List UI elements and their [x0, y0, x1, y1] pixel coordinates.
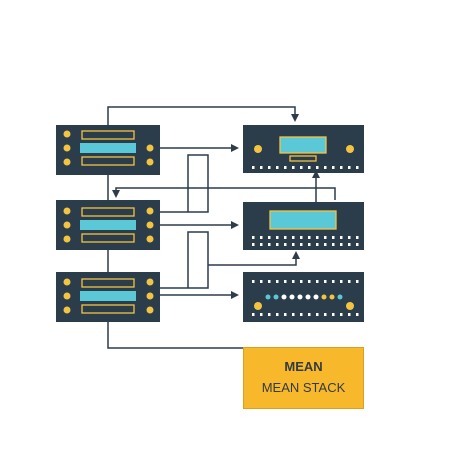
connector-top-loop	[107, 106, 299, 125]
led-icon	[63, 144, 71, 152]
led-icon	[63, 292, 71, 300]
vent-row	[252, 166, 359, 169]
led-icon	[146, 158, 154, 166]
led-strip-panel	[243, 272, 364, 322]
monitor-panel-2	[243, 202, 364, 250]
led-icon	[281, 294, 287, 300]
led-icon	[329, 294, 335, 300]
connector-loop-lower	[160, 231, 209, 289]
led-icon	[254, 302, 262, 310]
connector-server3-to-mean	[107, 322, 243, 349]
server-panel-1	[56, 125, 160, 175]
connectors	[107, 106, 336, 349]
led-icon	[346, 302, 354, 310]
server-panel-2	[56, 200, 160, 250]
connector-server3-to-monitor2	[208, 251, 300, 266]
led-icon	[63, 235, 71, 243]
led-icon	[305, 294, 311, 300]
led-icon	[289, 294, 295, 300]
led-icon	[254, 145, 262, 153]
led-icon	[146, 278, 154, 286]
led-icon	[146, 221, 154, 229]
mean-title: MEAN	[284, 359, 323, 374]
led-icon	[146, 235, 154, 243]
vent-row	[252, 236, 359, 246]
led-icon	[337, 294, 343, 300]
led-icon	[146, 144, 154, 152]
led-icon	[346, 145, 354, 153]
led-icon	[63, 207, 71, 215]
connector-monitor2-to-server2	[112, 187, 336, 200]
mean-stack-box: MEAN MEAN STACK	[243, 347, 364, 409]
led-icon	[273, 294, 279, 300]
led-icon	[63, 158, 71, 166]
vent-row	[252, 280, 359, 316]
led-icon	[63, 278, 71, 286]
connector-loop-upper	[160, 154, 209, 213]
led-icon	[313, 294, 319, 300]
led-icon	[146, 306, 154, 314]
led-icon	[63, 221, 71, 229]
led-icon	[297, 294, 303, 300]
led-icon	[63, 306, 71, 314]
mean-subtitle: MEAN STACK	[261, 380, 346, 395]
server-panel-3	[56, 272, 160, 322]
led-icon	[265, 294, 271, 300]
monitor-panel-1	[243, 125, 364, 173]
led-icon	[146, 292, 154, 300]
led-icon	[146, 207, 154, 215]
led-icon	[321, 294, 327, 300]
led-icon	[63, 130, 71, 138]
